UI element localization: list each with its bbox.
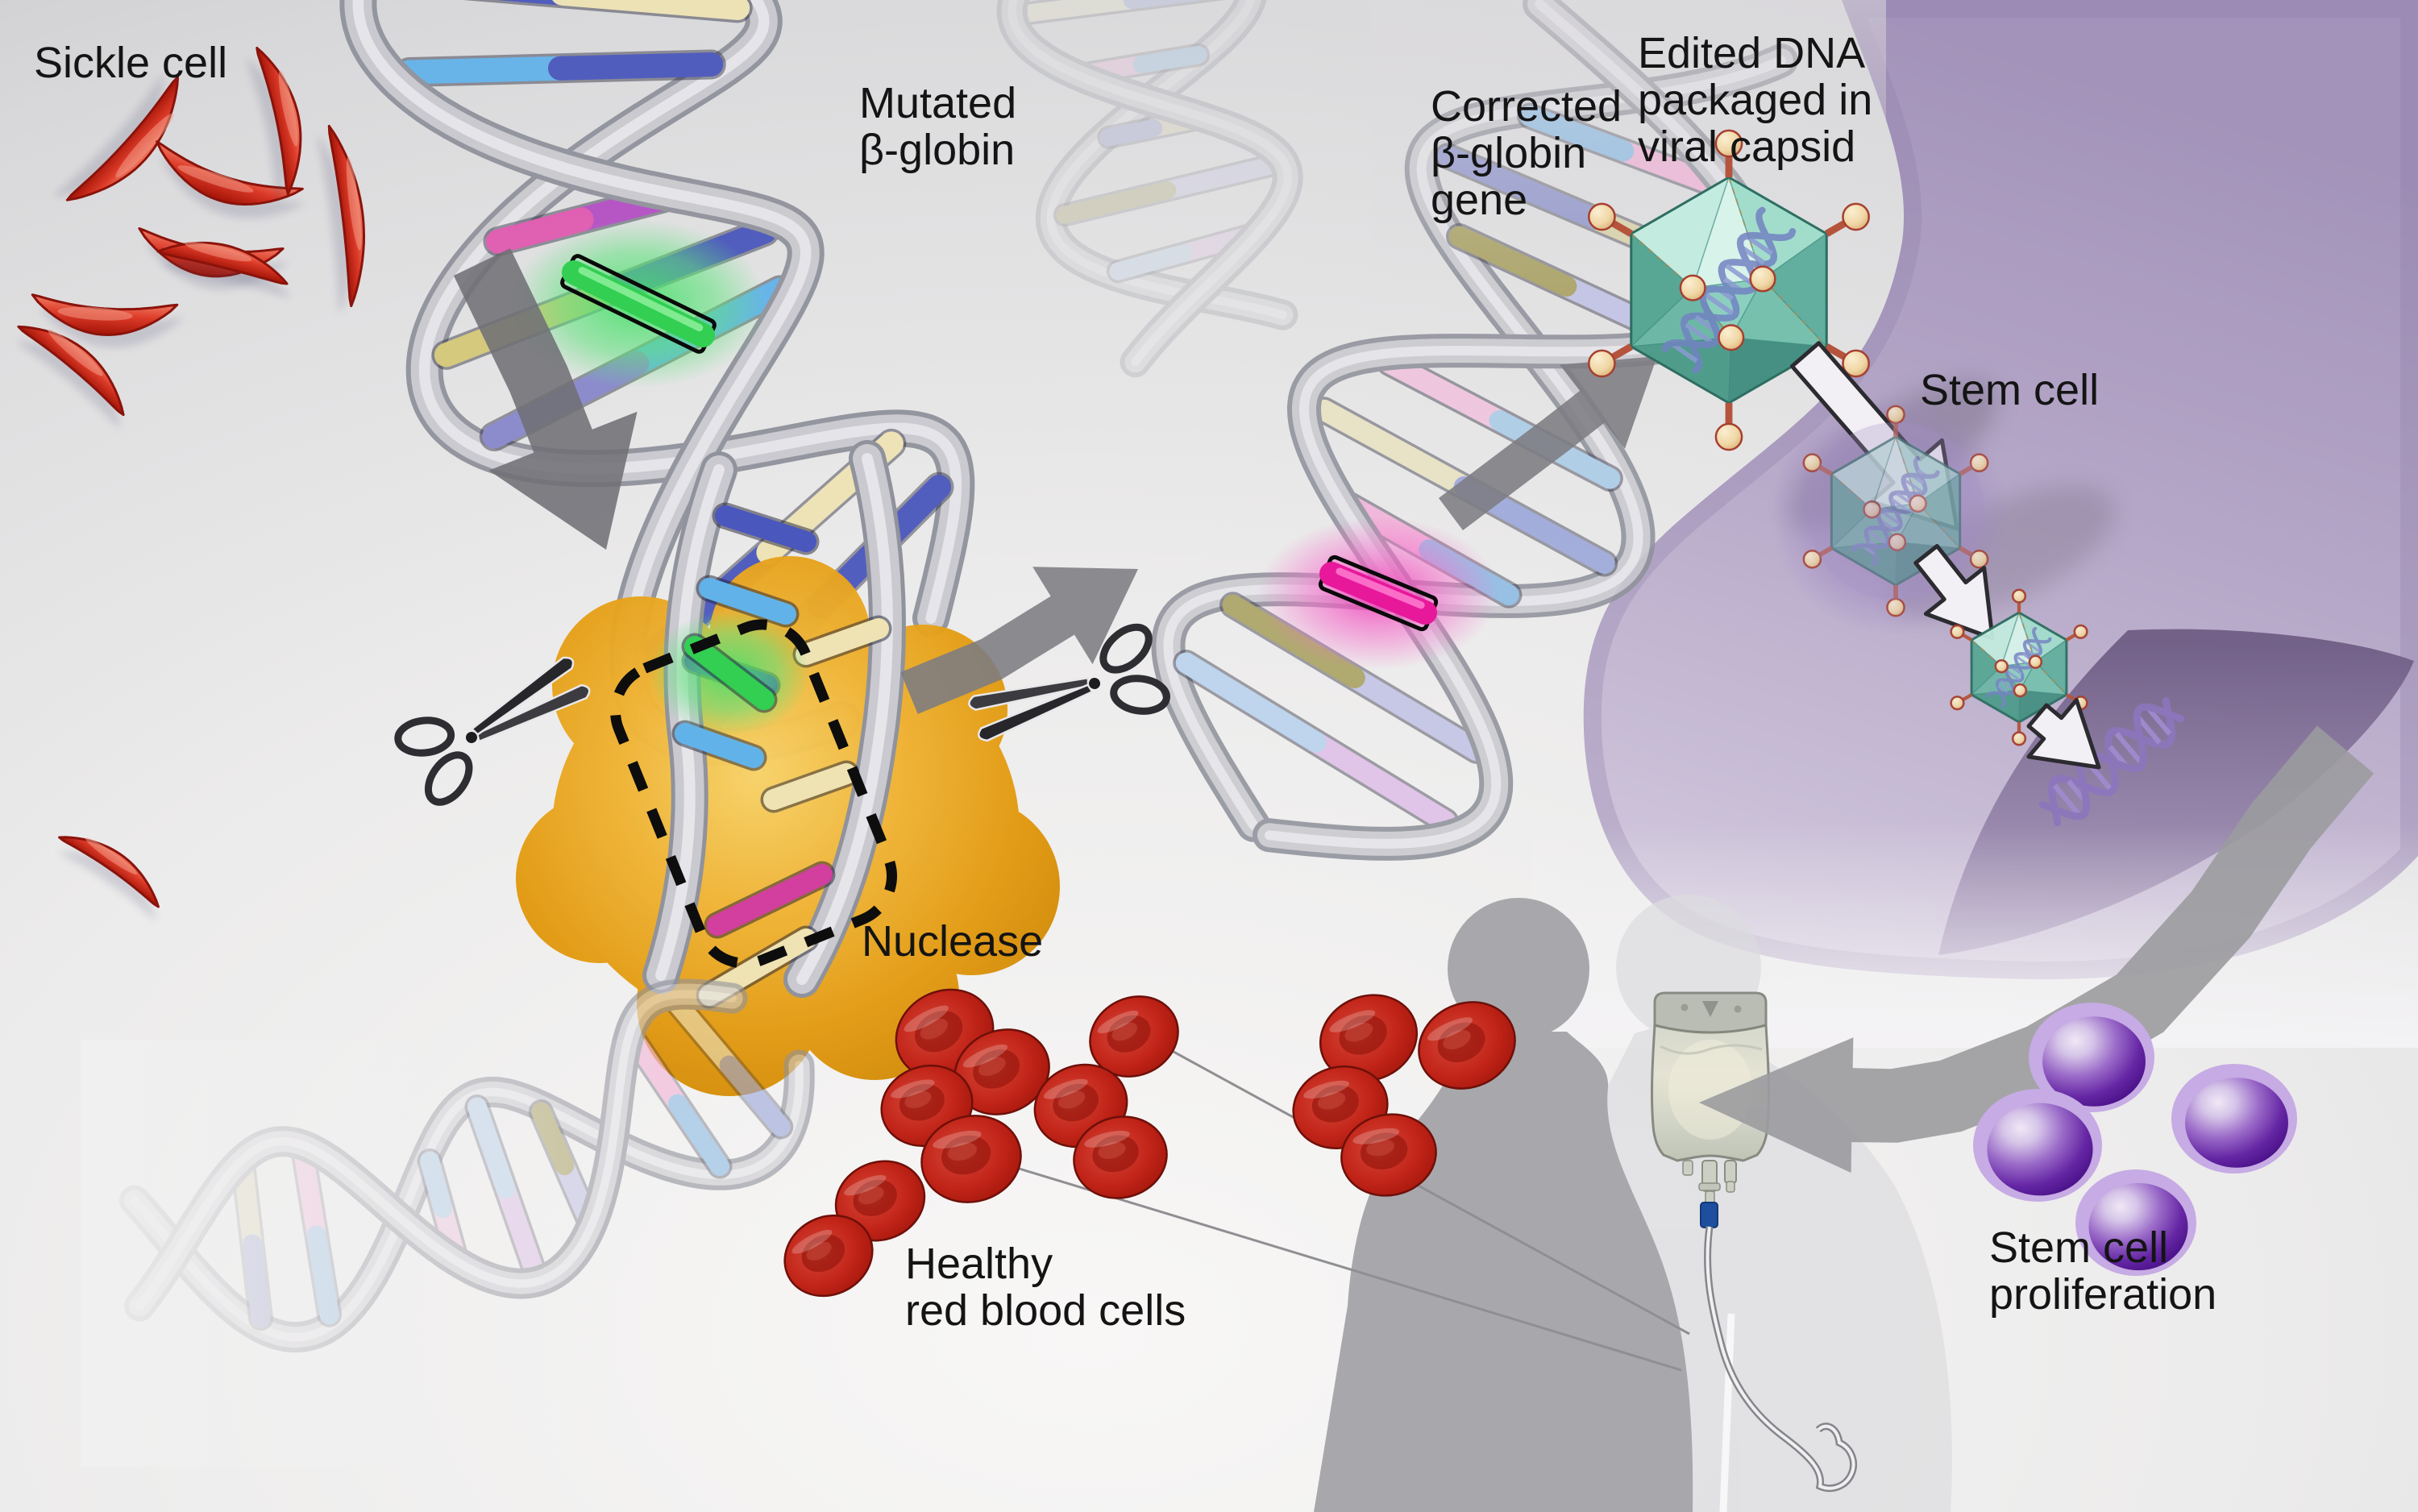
sickle-cell-shape [246, 47, 302, 204]
scissors-icon [968, 623, 1170, 742]
label-mutated-2: β-globin [859, 126, 1015, 174]
arrow-dna-into-nucleus [2026, 698, 2101, 770]
label-healthy-1: Healthy [905, 1240, 1053, 1288]
cell-nucleus [1938, 629, 2414, 955]
viral-capsid-icon [1588, 129, 1870, 451]
stem-cell-sphere [2171, 1064, 2297, 1173]
red-blood-cell [953, 1028, 1050, 1115]
label-edited-2: packaged in [1638, 76, 1872, 124]
red-blood-cell [1418, 1001, 1516, 1090]
arrow-out-of-nuclease [900, 567, 1138, 714]
nuclease-complex [394, 440, 1170, 1096]
label-corrected-1: Corrected [1431, 82, 1622, 131]
label-mutated-1: Mutated [859, 79, 1016, 127]
sickle-cell-shape [31, 293, 184, 348]
label-healthy-2: red blood cells [905, 1286, 1186, 1335]
label-stem-cell: Stem cell [1920, 366, 2099, 414]
viral-capsid-main [1588, 129, 1870, 451]
label-sickle-cell: Sickle cell [34, 39, 227, 87]
dna-mini-helix [1986, 626, 2052, 708]
viral-capsid-in-cell [1802, 405, 1989, 617]
red-blood-cell [783, 1214, 874, 1298]
capsid-cell-entry-sequence [1771, 341, 2185, 826]
sickle-cell-shape [156, 140, 306, 218]
label-corrected-2: β-globin [1431, 129, 1586, 177]
pointer-lines [1013, 1046, 1690, 1372]
red-blood-cell [834, 1160, 926, 1242]
arrow-nuclease-to-corrected-dna [900, 567, 1138, 714]
sickle-cell-shape [156, 241, 292, 297]
arrow-capsid-toward-nucleus [1913, 544, 1995, 641]
label-proliferation-1: Stem cell [1989, 1223, 2168, 1272]
iv-bag [1651, 991, 1858, 1493]
sickle-cell-shape [58, 836, 160, 921]
labels: Sickle cell Mutated β-globin Corrected β… [34, 29, 2216, 1335]
dna-mini-helix [1851, 456, 1940, 566]
label-edited-1: Edited DNA [1638, 29, 1865, 77]
scissors-icon [394, 656, 591, 806]
gene-mutated-green [509, 219, 767, 388]
stem-cell-sphere [2075, 1169, 2196, 1276]
arrow-mutated-gene-to-nuclease [453, 248, 638, 550]
iv-tube-clamp [1700, 1202, 1718, 1228]
arrow-into-nuclease [453, 248, 638, 550]
label-edited-3: viral capsid [1638, 123, 1855, 171]
red-blood-cell [1073, 1115, 1168, 1199]
stem-cell-sphere [2029, 1003, 2154, 1112]
sickle-cell-shape [318, 124, 366, 315]
gene-corrected-magenta [1257, 517, 1499, 670]
label-nuclease: Nuclease [862, 917, 1043, 966]
arrow-corrected-to-capsid [1439, 356, 1657, 530]
stem-cell-sphere [1973, 1089, 2102, 1202]
sickle-cell-cluster [16, 47, 366, 921]
red-blood-cell [920, 1115, 1022, 1203]
red-blood-cell [1089, 995, 1179, 1078]
arrow-corrected-dna-to-capsid [1439, 356, 1657, 530]
viral-capsid-at-nucleus [1950, 588, 2088, 746]
dashed-excision-outline [610, 619, 897, 969]
pointer-line [1013, 1165, 1682, 1372]
dna-mini-helix [1661, 206, 1797, 374]
label-proliferation-2: proliferation [1989, 1270, 2216, 1319]
label-corrected-3: gene [1431, 176, 1527, 224]
sickle-cell-shape [53, 74, 180, 201]
stem-cell-cluster [1973, 1003, 2297, 1276]
red-blood-cell [1340, 1113, 1437, 1197]
red-blood-cell [1319, 994, 1419, 1082]
sickle-cell-shape [16, 325, 125, 429]
dna-helix-lower-tail [81, 978, 815, 1467]
pointer-line [1165, 1046, 1690, 1335]
dna-helix-faint-top [996, 0, 1303, 378]
healthy-red-blood-cells [783, 988, 1516, 1298]
dna-mini-helix [2038, 697, 2185, 826]
